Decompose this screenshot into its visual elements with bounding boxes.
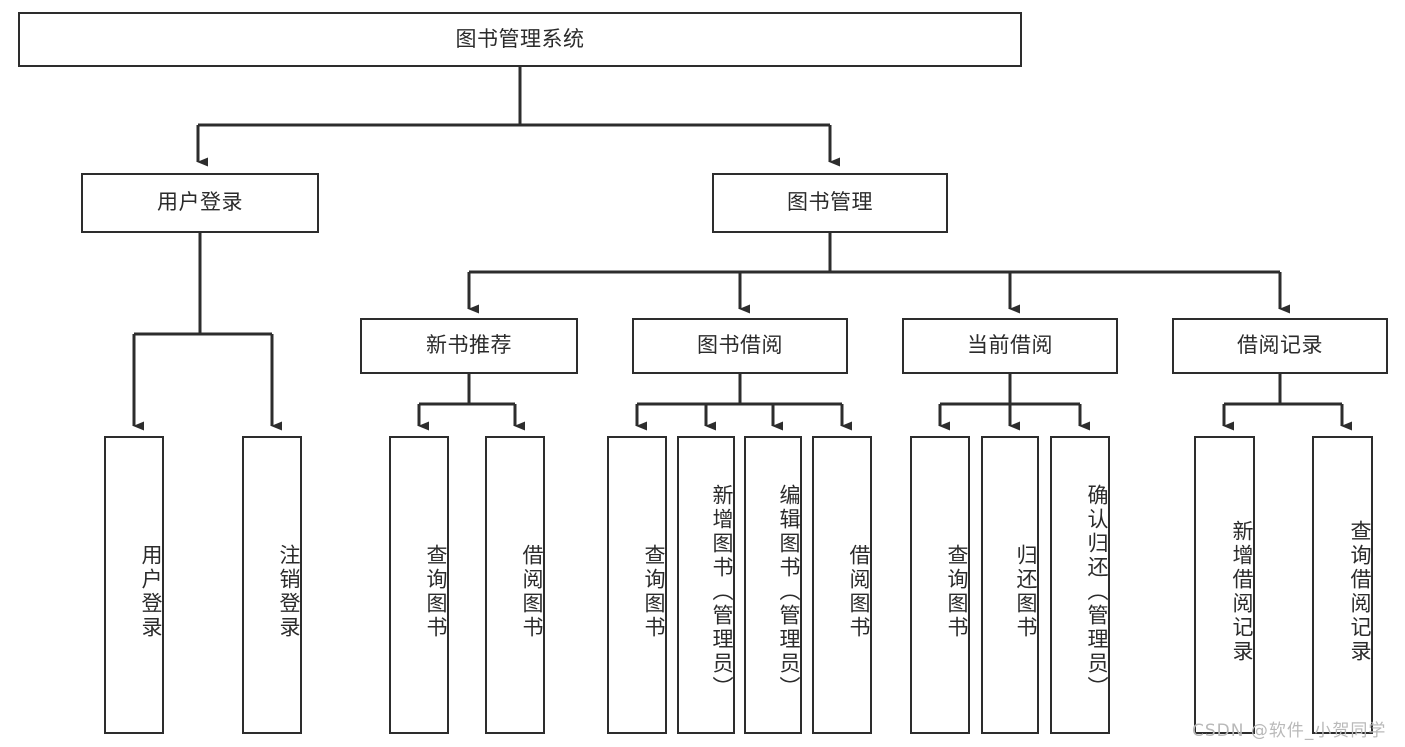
leaf-borrow-book-recommend[interactable]: 借阅图书 [485,436,545,734]
node-label: 编辑图书（管理员） [777,484,801,700]
leaf-add-book-admin[interactable]: 新增图书（管理员） [677,436,735,734]
node-borrow-record[interactable]: 借阅记录 [1172,318,1388,374]
leaf-edit-book-admin[interactable]: 编辑图书（管理员） [744,436,802,734]
leaf-query-book-recommend[interactable]: 查询图书 [389,436,449,734]
node-label: 查询图书 [642,544,666,640]
leaf-return-book[interactable]: 归还图书 [981,436,1039,734]
node-label: 归还图书 [1014,544,1038,640]
node-label: 新书推荐 [426,333,512,358]
node-label: 查询图书 [424,544,448,640]
leaf-confirm-return-admin[interactable]: 确认归还（管理员） [1050,436,1110,734]
node-label: 借阅记录 [1237,333,1323,358]
node-label: 用户登录 [157,190,243,215]
node-label: 查询借阅记录 [1348,520,1372,664]
node-label: 图书借阅 [697,333,783,358]
leaf-user-login[interactable]: 用户登录 [104,436,164,734]
leaf-logout-login[interactable]: 注销登录 [242,436,302,734]
node-current-borrow[interactable]: 当前借阅 [902,318,1118,374]
node-label: 用户登录 [139,544,163,640]
node-root-system[interactable]: 图书管理系统 [18,12,1022,67]
node-user-login[interactable]: 用户登录 [81,173,319,233]
leaf-query-borrow-record[interactable]: 查询借阅记录 [1312,436,1373,734]
node-label: 借阅图书 [847,544,871,640]
leaf-add-borrow-record[interactable]: 新增借阅记录 [1194,436,1255,734]
node-label: 图书管理系统 [455,26,585,51]
node-label: 注销登录 [277,544,301,640]
node-label: 借阅图书 [520,544,544,640]
leaf-query-book-current[interactable]: 查询图书 [910,436,970,734]
node-book-borrow[interactable]: 图书借阅 [632,318,848,374]
node-label: 当前借阅 [967,333,1053,358]
leaf-borrow-book[interactable]: 借阅图书 [812,436,872,734]
node-new-book-recommend[interactable]: 新书推荐 [360,318,578,374]
leaf-query-book-borrow[interactable]: 查询图书 [607,436,667,734]
node-label: 新增图书（管理员） [710,484,734,700]
watermark-credit: CSDN @软件_小贺同学 [1192,721,1387,741]
node-label: 图书管理 [787,190,873,215]
node-label: 查询图书 [945,544,969,640]
node-book-management[interactable]: 图书管理 [712,173,948,233]
node-label: 新增借阅记录 [1230,520,1254,664]
node-label: 确认归还（管理员） [1085,484,1109,700]
